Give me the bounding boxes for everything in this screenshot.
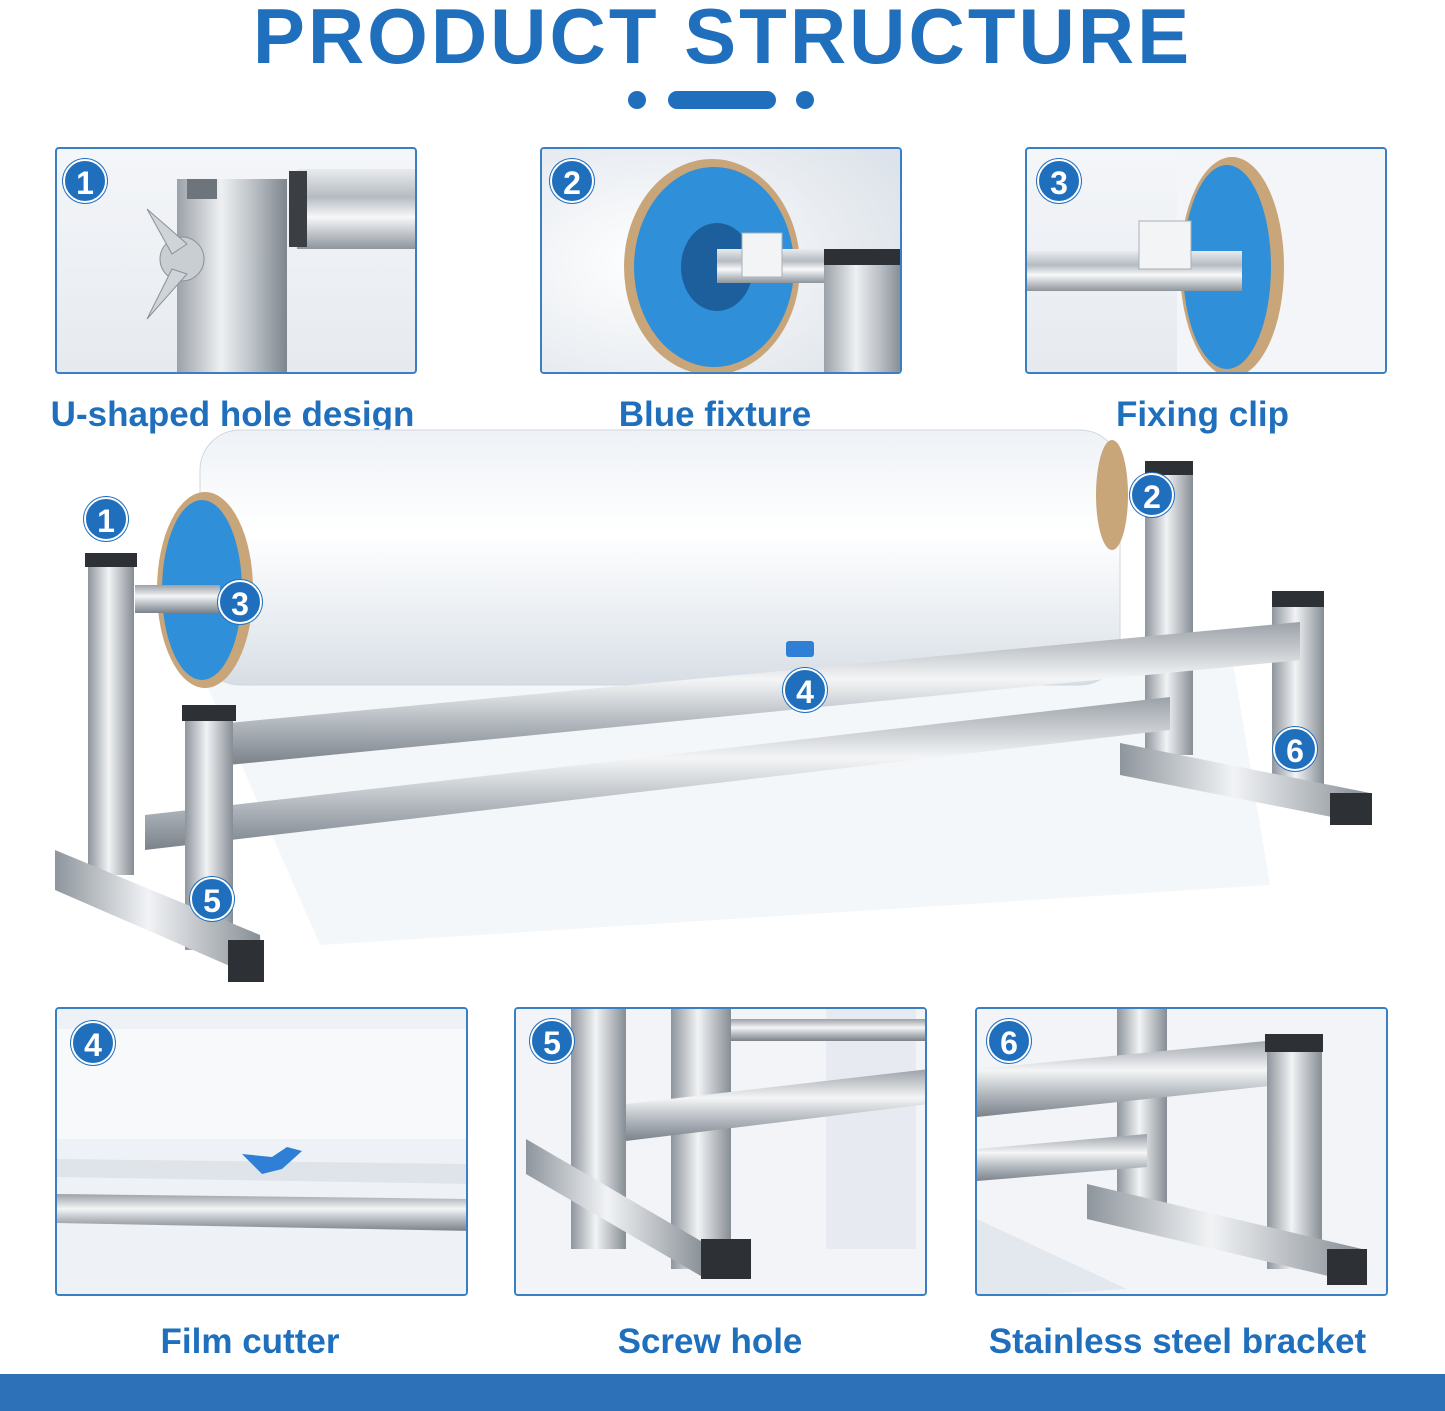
stainless-bracket-illustration [977, 1009, 1386, 1294]
screw-hole-illustration [516, 1009, 925, 1294]
product-main-illustration [55, 429, 1372, 982]
caption-2: Blue fixture [618, 395, 812, 434]
detail-panel-5: 5 [514, 1007, 927, 1296]
main-badge-5: 5 [190, 877, 234, 921]
badge-3: 3 [1037, 159, 1081, 203]
detail-panel-1: 1 [55, 147, 417, 374]
badge-1: 1 [63, 159, 107, 203]
caption-5: Screw hole [617, 1322, 803, 1361]
footer-bar [0, 1374, 1445, 1411]
caption-4: Film cutter [160, 1322, 340, 1361]
fixing-clip-illustration [1027, 149, 1385, 372]
deco-dot-left [628, 91, 646, 109]
title-decoration [628, 91, 818, 109]
caption-3: Fixing clip [1115, 395, 1290, 434]
detail-panel-3: 3 [1025, 147, 1387, 374]
deco-dot-right [796, 91, 814, 109]
main-badge-4: 4 [783, 668, 827, 712]
caption-1: U-shaped hole design [50, 395, 415, 434]
badge-2: 2 [550, 159, 594, 203]
u-shaped-hole-illustration [146, 169, 415, 372]
main-badge-1: 1 [84, 497, 128, 541]
badge-5: 5 [530, 1019, 574, 1063]
deco-bar [668, 91, 776, 109]
main-badge-3: 3 [218, 580, 262, 624]
film-cutter-illustration [57, 1009, 466, 1294]
page-title: PRODUCT STRUCTURE [252, 0, 1193, 80]
main-badge-2: 2 [1130, 473, 1174, 517]
main-badge-6: 6 [1273, 727, 1317, 771]
detail-panel-6: 6 [975, 1007, 1388, 1296]
blue-fixture-illustration [542, 149, 900, 372]
badge-4: 4 [71, 1021, 115, 1065]
detail-panel-2: 2 [540, 147, 902, 374]
caption-6: Stainless steel bracket [988, 1322, 1367, 1361]
detail-panel-4: 4 [55, 1007, 468, 1296]
badge-6: 6 [987, 1019, 1031, 1063]
